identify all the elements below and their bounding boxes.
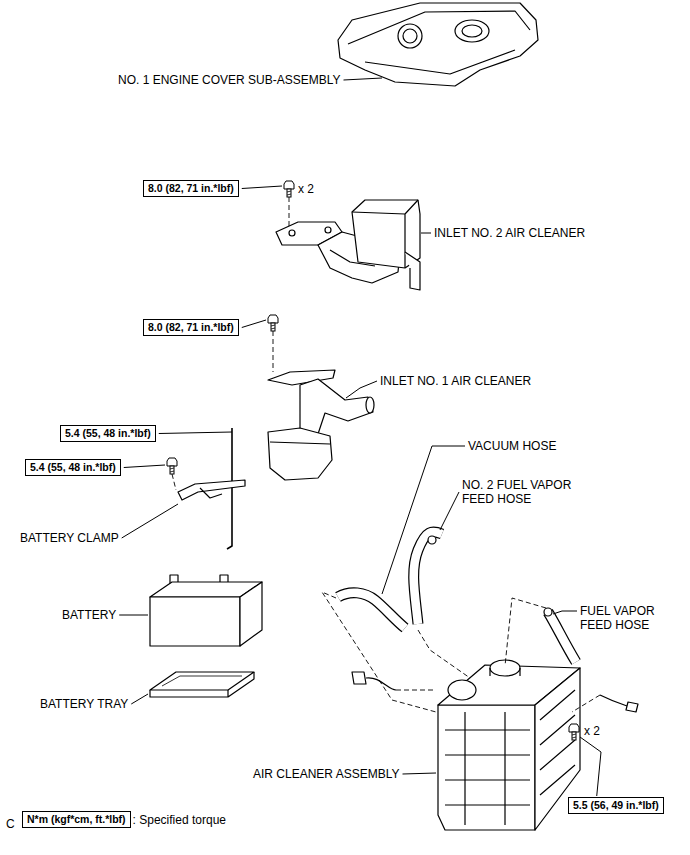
air-cleaner-assembly <box>438 660 580 830</box>
part-label-text: INLET NO. 2 AIR CLEANER <box>434 226 585 240</box>
inlet-no1-air-cleaner <box>268 370 374 480</box>
leader-line <box>346 381 377 398</box>
torque-box: 5.5 (56, 49 in.*lbf) <box>568 797 664 814</box>
part-label: FUEL VAPOR FEED HOSE <box>580 604 680 632</box>
part-label: : Specified torque <box>133 813 226 827</box>
part-label-text: VACUUM HOSE <box>468 439 556 453</box>
leader-line <box>440 492 459 530</box>
leader-line <box>580 737 601 796</box>
leader-line <box>122 504 178 538</box>
part-label-text: x 2 <box>298 182 314 196</box>
battery-clamp <box>178 428 245 549</box>
part-label-text: AIR CLEANER ASSEMBLY <box>253 767 400 781</box>
torque-box: 8.0 (82, 71 in.*lbf) <box>143 180 239 197</box>
torque-value: N*m (kgf*cm, ft.*lbf) <box>27 813 126 826</box>
battery-tray <box>150 672 254 697</box>
engine-cover <box>338 3 538 86</box>
part-label-text: : Specified torque <box>133 813 226 827</box>
torque-box: 5.4 (55, 48 in.*lbf) <box>60 425 156 442</box>
part-label: x 2 <box>584 724 600 738</box>
leader-line <box>242 320 266 328</box>
part-label: VACUUM HOSE <box>468 439 556 453</box>
leader-line <box>344 78 383 80</box>
leader-line <box>553 611 577 614</box>
leader-line <box>124 465 165 468</box>
part-label: INLET NO. 1 AIR CLEANER <box>380 374 531 388</box>
torque-box: 8.0 (82, 71 in.*lbf) <box>143 319 239 336</box>
hoses <box>338 532 576 662</box>
torque-value: 8.0 (82, 71 in.*lbf) <box>148 321 234 334</box>
bolt-icons <box>167 181 579 740</box>
torque-value: 8.0 (82, 71 in.*lbf) <box>148 182 234 195</box>
part-label-text: INLET NO. 1 AIR CLEANER <box>380 374 531 388</box>
torque-box: N*m (kgf*cm, ft.*lbf) <box>22 811 131 828</box>
part-label-text: BATTERY <box>62 608 116 622</box>
part-label: INLET NO. 2 AIR CLEANER <box>434 226 585 240</box>
leader-line <box>131 694 148 704</box>
torque-value: 5.4 (55, 48 in.*lbf) <box>65 427 151 440</box>
part-label: AIR CLEANER ASSEMBLY <box>253 767 400 781</box>
part-label: C <box>6 817 15 831</box>
leader-line <box>421 233 431 234</box>
part-label: NO. 1 ENGINE COVER SUB-ASSEMBLY <box>118 73 341 87</box>
torque-box: 5.4 (55, 48 in.*lbf) <box>25 459 121 476</box>
leader-line <box>403 773 437 774</box>
battery <box>150 575 262 646</box>
torque-value: 5.5 (56, 49 in.*lbf) <box>573 799 659 812</box>
part-label-text: BATTERY CLAMP <box>20 531 119 545</box>
part-label-text: NO. 2 FUEL VAPOR FEED HOSE <box>462 478 571 506</box>
part-label-text: C <box>6 817 15 831</box>
part-label: BATTERY CLAMP <box>20 531 119 545</box>
part-label: NO. 2 FUEL VAPOR FEED HOSE <box>462 478 602 506</box>
part-label-text: NO. 1 ENGINE COVER SUB-ASSEMBLY <box>118 73 341 87</box>
part-label-text: x 2 <box>584 724 600 738</box>
part-label-text: FUEL VAPOR FEED HOSE <box>580 604 655 632</box>
torque-value: 5.4 (55, 48 in.*lbf) <box>30 461 116 474</box>
dashed-assembly-lines <box>172 197 600 712</box>
leader-line <box>159 432 232 434</box>
part-label: BATTERY TRAY <box>40 697 128 711</box>
leader-line <box>119 615 148 616</box>
part-label-text: BATTERY TRAY <box>40 697 128 711</box>
inlet-no2-air-cleaner <box>276 200 420 290</box>
part-label: x 2 <box>298 182 314 196</box>
leader-line <box>242 186 282 189</box>
leader-line <box>382 446 465 594</box>
part-label: BATTERY <box>62 608 116 622</box>
